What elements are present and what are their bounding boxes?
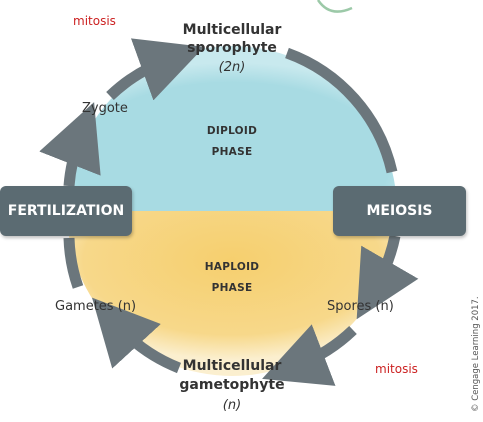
arrow-spores-to-gametophyte	[262, 324, 357, 386]
fertilization-box: FERTILIZATION	[0, 186, 132, 236]
sporophyte-label-line2: sporophyte	[187, 40, 277, 56]
copyright-credit: © Cengage Learning 2017.	[471, 296, 481, 412]
sporophyte-label-line1: Multicellular	[182, 22, 282, 38]
diploid-phase-line1: DIPLOID	[206, 125, 258, 137]
gametophyte-label-line1: Multicellular	[182, 358, 282, 374]
gametes-label: Gametes (n)	[55, 299, 137, 314]
fertilization-label: FERTILIZATION	[7, 203, 125, 219]
gametophyte-label-line2: gametophyte	[179, 377, 285, 393]
meiosis-box: MEIOSIS	[333, 186, 466, 236]
haploid-phase-line2: PHASE	[211, 282, 253, 294]
arrow-meiosis-to-spores	[356, 234, 419, 320]
sporophyte-ploidy: (2n)	[218, 60, 246, 75]
arrow-gametophyte-to-gametes	[91, 297, 182, 374]
arrow-sporophyte-to-meiosis	[285, 47, 398, 174]
diploid-phase-line2: PHASE	[211, 146, 253, 158]
haploid-phase-line1: HAPLOID	[204, 261, 260, 273]
spores-label: Spores (n)	[327, 299, 394, 314]
mitosis-label-top: mitosis	[73, 14, 116, 28]
gametophyte-ploidy: (n)	[222, 398, 242, 413]
mitosis-label-bottom: mitosis	[375, 362, 418, 376]
arrow-gametes-to-fertilization	[63, 237, 84, 289]
leaf-decoration	[316, 0, 353, 13]
arrow-zygote-to-sporophyte	[106, 38, 205, 101]
arrow-fertilization-to-zygote	[39, 102, 101, 187]
zygote-label: Zygote	[82, 101, 128, 116]
meiosis-label: MEIOSIS	[366, 203, 433, 219]
